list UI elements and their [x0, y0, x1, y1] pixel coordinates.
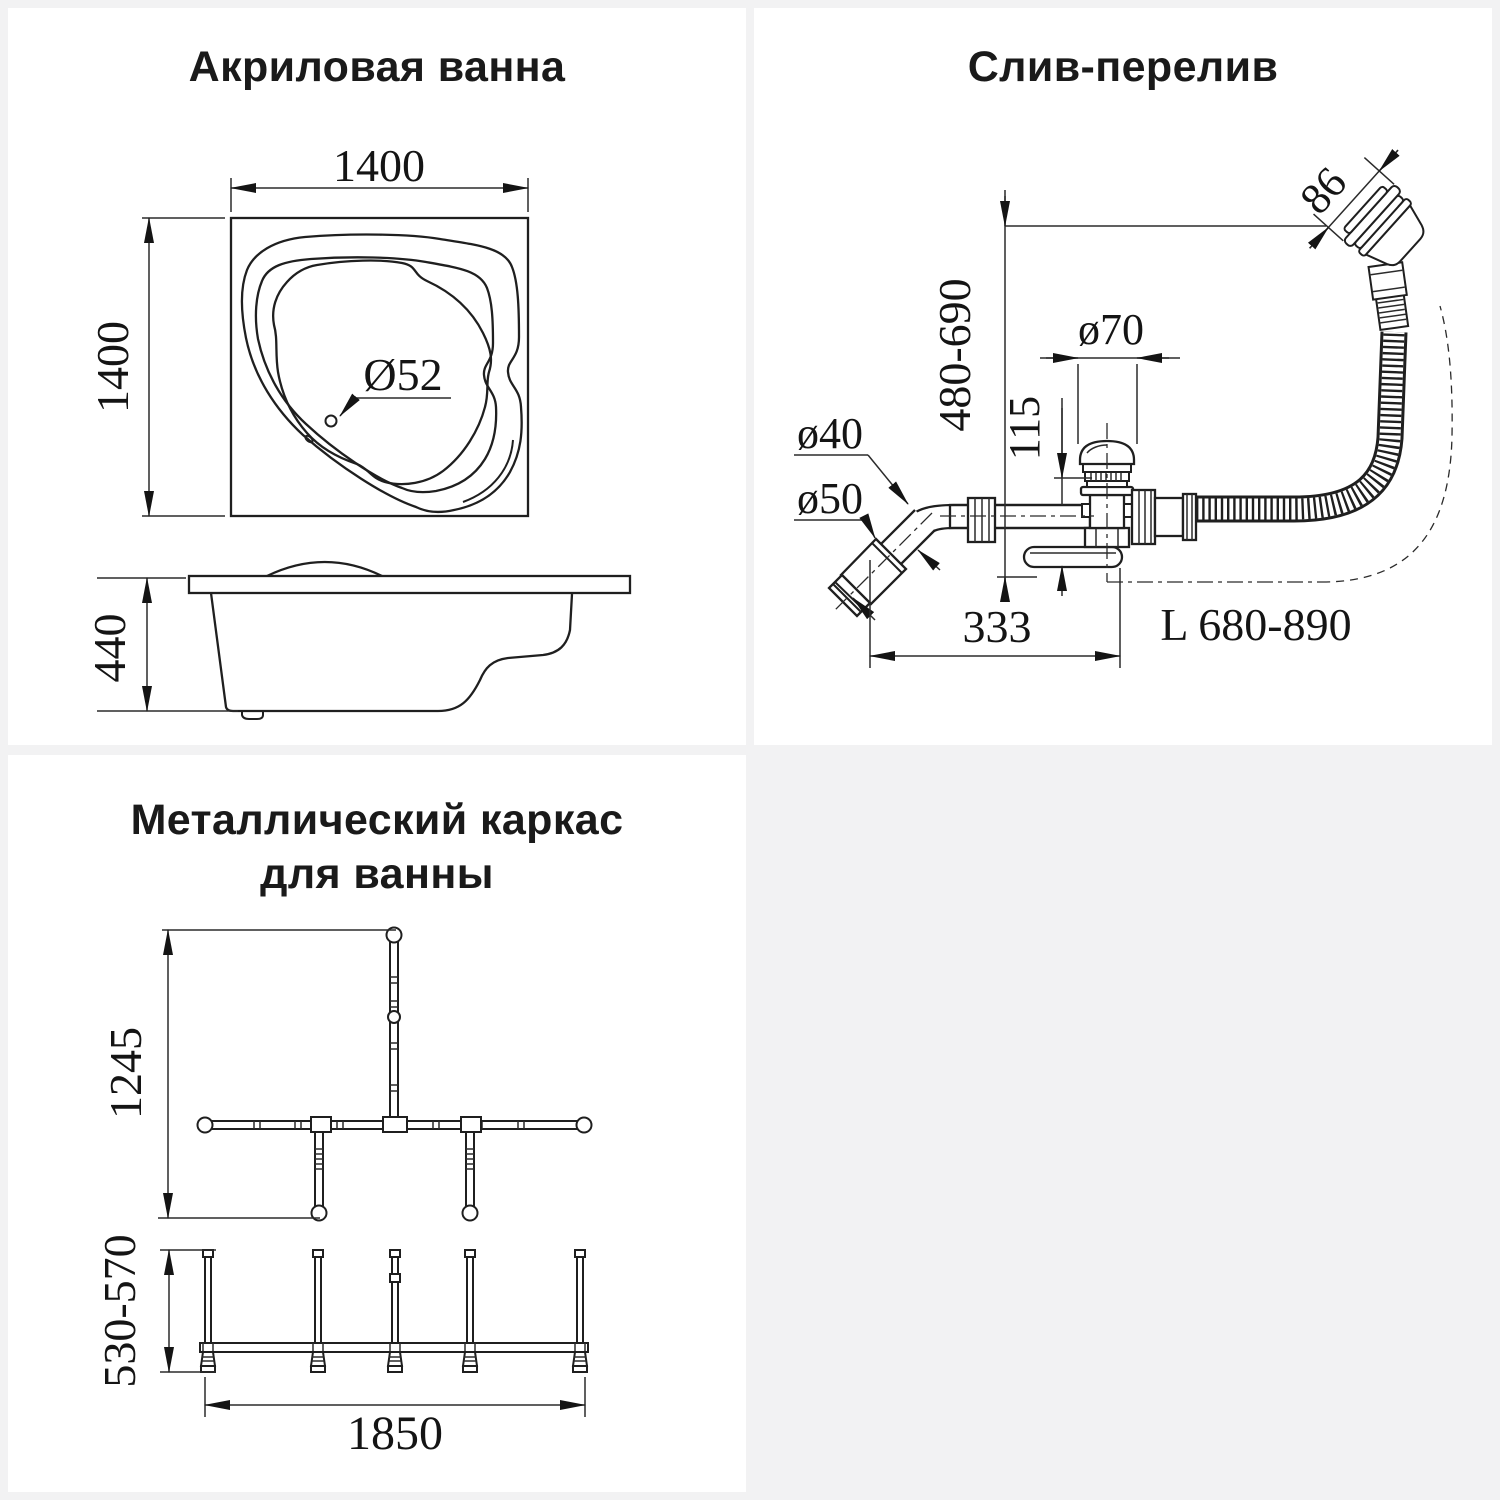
dim-d50-label: ø50 — [797, 474, 863, 523]
bathtub-top-view — [229, 216, 530, 518]
panel-frame: Металлический каркас для ванны — [8, 755, 746, 1492]
panel-bathtub: Акриловая ванна 1 — [8, 8, 746, 745]
overflow-hose — [1196, 331, 1408, 523]
drain-tee-fittings — [1130, 488, 1198, 546]
dim-d40-label: ø40 — [797, 409, 863, 458]
outlet-centerline — [832, 512, 933, 613]
dim-span-label: 333 — [963, 601, 1032, 652]
frame-top-view-dimensions: 1245 — [100, 929, 396, 1219]
bathtub-title: Акриловая ванна — [188, 43, 566, 91]
frame-posts — [202, 1249, 586, 1344]
drain-assembly: 86 — [827, 149, 1453, 618]
drain-drawing: 86 — [794, 149, 1453, 668]
frame-title-line2: для ванны — [260, 850, 494, 898]
dim-length-label: 1850 — [347, 1407, 443, 1460]
drain-dimensions: 480-690 ø70 115 ø40 ø50 — [794, 190, 1352, 668]
frame-drawing: 1245 — [94, 926, 593, 1460]
frame-side-view — [199, 1249, 589, 1373]
frame-top-view — [196, 926, 593, 1222]
bathtub-side-view-dimensions: 440 — [84, 577, 238, 712]
dim-offset-label: 115 — [1000, 396, 1049, 460]
dim-width-label: 1400 — [333, 140, 425, 191]
drain-base-plate — [1022, 545, 1124, 569]
hose-extent-line — [1321, 305, 1453, 583]
overflow-head: 86 — [1290, 149, 1425, 267]
frame-title-line1: Металлический каркас — [130, 796, 624, 844]
valve-centerline — [1106, 423, 1322, 583]
drain-title: Слив-перелив — [967, 43, 1279, 91]
frame-side-view-dimensions: 530-570 1850 — [94, 1234, 586, 1460]
dim-depth-label: 1245 — [100, 1027, 151, 1119]
dim-hose-length-label: L 680-890 — [1160, 599, 1351, 650]
panel-drain: Слив-перелив — [754, 8, 1492, 745]
bathtub-top-view-dimensions: 1400 1400 Ø52 — [87, 140, 529, 517]
frame-title: Металлический каркас для ванны — [8, 793, 746, 901]
dim-height-label: 1400 — [87, 321, 138, 413]
bathtub-drawing: 1400 1400 Ø52 440 — [84, 140, 632, 720]
bathtub-side-view — [187, 560, 632, 720]
dim-overflow-cap-label: 86 — [1290, 158, 1356, 223]
dim-drain-label: Ø52 — [363, 349, 442, 400]
dim-height-range-label: 530-570 — [94, 1234, 145, 1387]
overflow-neck — [1367, 261, 1410, 332]
dim-height-range-label: 480-690 — [929, 278, 980, 431]
dim-depth-label: 440 — [84, 614, 135, 683]
dim-d70-label: ø70 — [1078, 305, 1144, 354]
frame-feet — [199, 1351, 589, 1373]
